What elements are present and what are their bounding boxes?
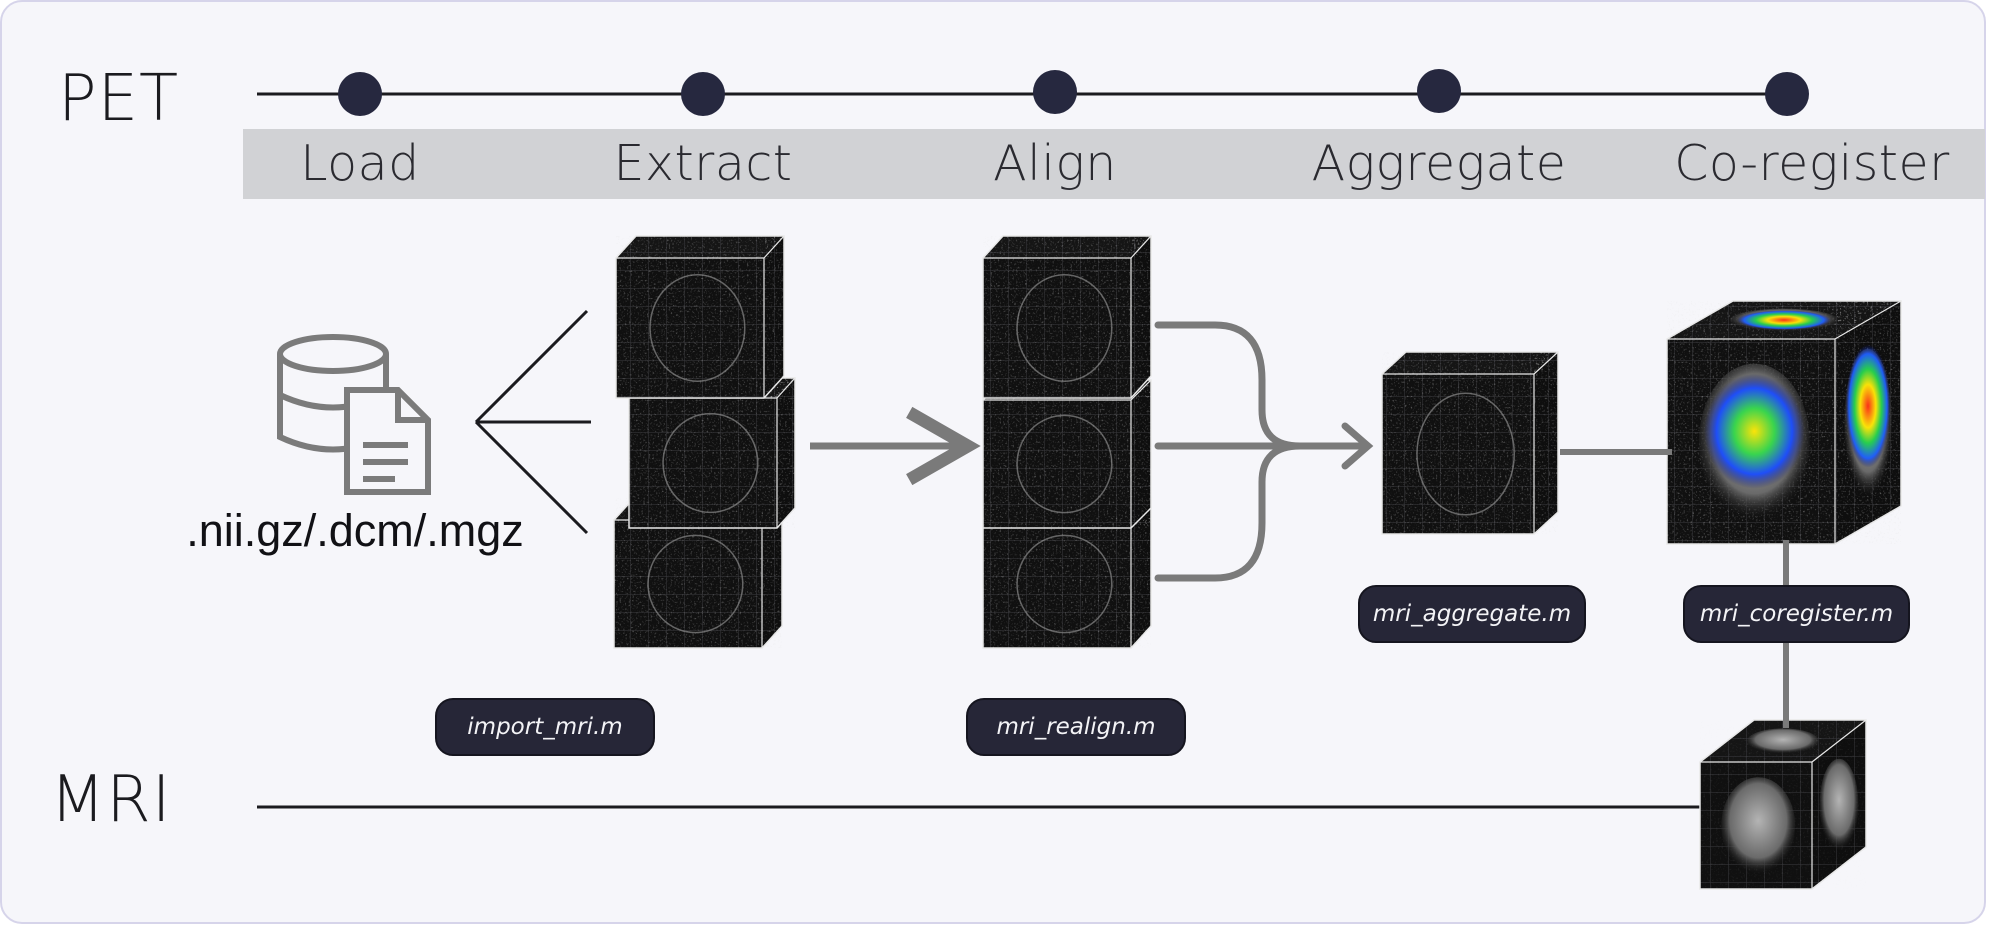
stage-label-aggregate: Aggregate: [1311, 135, 1567, 192]
align-volume-2: [982, 379, 1152, 529]
script-pill-aggregate: mri_aggregate.m: [1358, 585, 1586, 643]
stage-node-align: [1033, 70, 1077, 114]
aggregate-volume: [1381, 351, 1559, 535]
stage-node-aggregate: [1417, 69, 1461, 113]
split-lines: [474, 309, 591, 535]
stage-label-extract: Extract: [613, 135, 793, 192]
mri-volume: [1699, 719, 1867, 890]
script-pill-realign: mri_realign.m: [966, 698, 1186, 756]
track-title-mri: MRI: [50, 763, 172, 837]
stage-node-load: [338, 72, 382, 116]
align-volume-1: [982, 235, 1152, 399]
database-file-icon: [277, 334, 431, 495]
extract-volume-2: [628, 377, 796, 529]
coregister-volume: [1666, 300, 1902, 545]
extract-volume-1: [615, 235, 785, 399]
stage-label-coregister: Co-register: [1674, 135, 1950, 192]
script-pill-coregister: mri_coregister.m: [1683, 585, 1910, 643]
file-format-label: .nii.gz/.dcm/.mgz: [186, 505, 524, 556]
stage-band: [243, 129, 1985, 199]
merge-arrows: [1154, 321, 1374, 582]
stage-label-align: Align: [993, 135, 1117, 192]
stage-nodes: [338, 69, 1809, 116]
stage-node-extract: [681, 72, 725, 116]
stage-node-coregister: [1765, 72, 1809, 116]
track-title-pet: PET: [58, 62, 180, 136]
extract-volume-3: [613, 497, 783, 649]
script-pill-import: import_mri.m: [435, 698, 655, 756]
stage-label-load: Load: [300, 135, 420, 192]
